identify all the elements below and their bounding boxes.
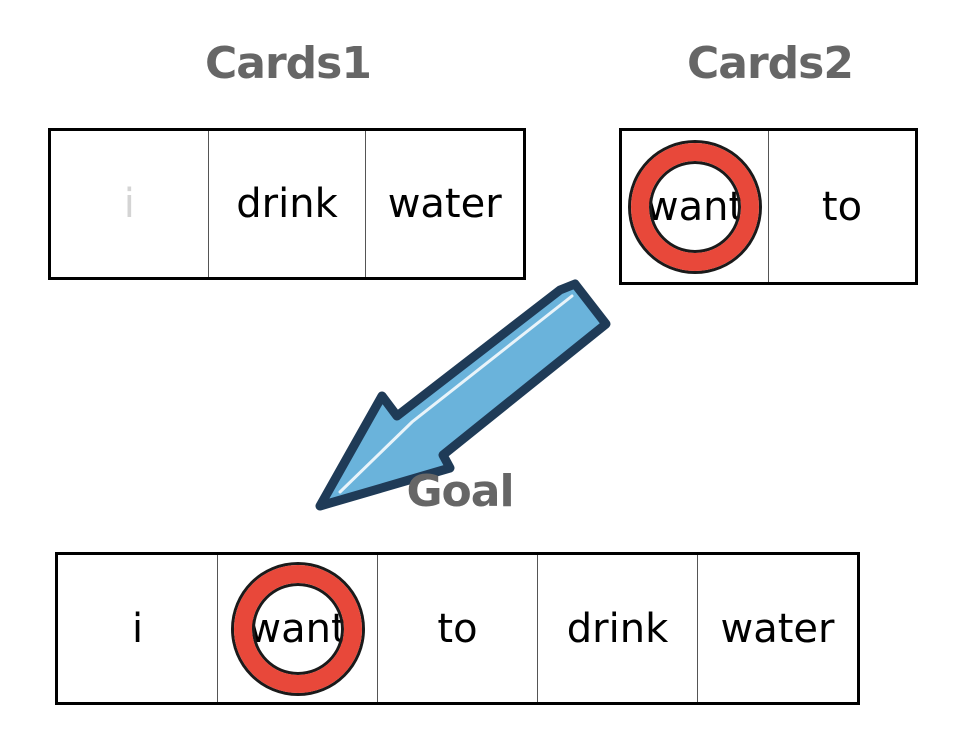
card-word: drink bbox=[236, 181, 338, 227]
cards2-title: Cards2 bbox=[687, 38, 854, 89]
card-word: i bbox=[123, 181, 135, 227]
card-word: to bbox=[821, 183, 863, 230]
card-i[interactable]: i bbox=[51, 131, 209, 277]
goal-card-to[interactable]: to bbox=[378, 555, 538, 702]
card-want[interactable]: want bbox=[622, 131, 769, 282]
cards1-row: i drink water bbox=[48, 128, 526, 280]
card-word: water bbox=[387, 181, 502, 227]
card-word: water bbox=[720, 605, 835, 652]
goal-card-water[interactable]: water bbox=[698, 555, 857, 702]
card-word: want bbox=[645, 183, 745, 230]
cards2-row: want to bbox=[619, 128, 918, 285]
goal-card-drink[interactable]: drink bbox=[538, 555, 698, 702]
goal-card-i[interactable]: i bbox=[58, 555, 218, 702]
goal-card-want[interactable]: want bbox=[218, 555, 378, 702]
down-left-arrow-icon bbox=[315, 279, 611, 511]
card-word: i bbox=[131, 605, 144, 652]
arrow-shape bbox=[315, 279, 611, 511]
card-drink[interactable]: drink bbox=[209, 131, 367, 277]
card-word: drink bbox=[566, 605, 669, 652]
cards1-title: Cards1 bbox=[205, 38, 372, 89]
goal-title: Goal bbox=[406, 466, 514, 517]
card-to[interactable]: to bbox=[769, 131, 915, 282]
arrow-highlight bbox=[338, 294, 574, 494]
goal-row: i want to drink water bbox=[55, 552, 860, 705]
card-word: want bbox=[248, 605, 347, 652]
card-water[interactable]: water bbox=[366, 131, 523, 277]
card-word: to bbox=[437, 605, 478, 652]
